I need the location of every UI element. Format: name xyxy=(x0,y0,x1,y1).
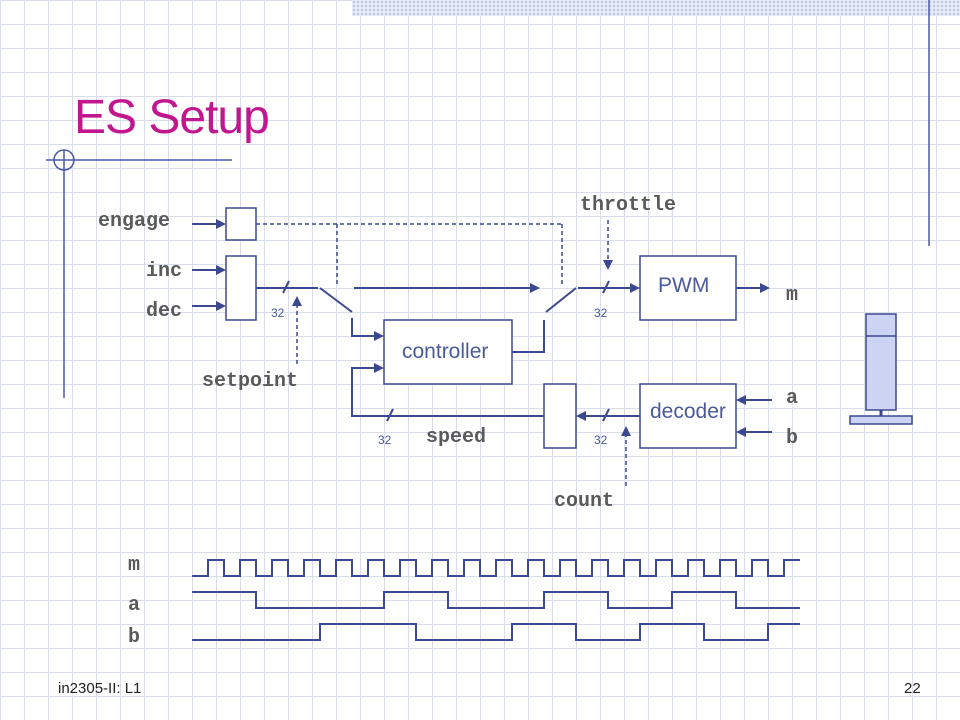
waveform-b xyxy=(192,623,800,641)
controller-block xyxy=(383,319,513,385)
count-label: count xyxy=(554,490,614,513)
wave-label-b: b xyxy=(128,626,140,649)
speed-label: speed xyxy=(426,426,486,449)
count-bus xyxy=(576,408,640,486)
speed-bus-width: 32 xyxy=(378,433,392,447)
engage-label: engage xyxy=(98,210,170,233)
throttle-bus xyxy=(578,220,640,294)
setpoint-bus xyxy=(256,280,318,364)
top-decor-band xyxy=(352,0,960,16)
slide-title: ES Setup xyxy=(74,91,270,144)
setpoint-label: setpoint xyxy=(202,370,298,393)
waveform-a xyxy=(192,591,800,609)
pwm-block xyxy=(639,255,737,321)
engage-latch-box xyxy=(225,207,257,241)
a-input-label: a xyxy=(786,387,798,410)
dec-label: dec xyxy=(146,300,182,323)
page-number: 22 xyxy=(904,680,921,697)
controller-output-wire xyxy=(512,320,545,353)
setpoint-counter-box xyxy=(225,255,257,321)
throttle-label: throttle xyxy=(580,194,676,217)
input-arrows xyxy=(192,219,226,311)
motor-icon xyxy=(849,313,913,425)
waveform-m xyxy=(192,559,800,577)
wave-label-a: a xyxy=(128,594,140,617)
footer-course-code: in2305-II: L1 xyxy=(58,680,142,697)
setpoint-bus-width: 32 xyxy=(271,306,285,320)
count-register-box xyxy=(543,383,577,449)
controller-input-wires xyxy=(351,318,546,422)
m-output-label: m xyxy=(786,284,798,307)
throttle-bus-width: 32 xyxy=(594,306,608,320)
inc-label: inc xyxy=(146,260,182,283)
bypass-wire xyxy=(354,283,540,293)
decoder-input-arrows xyxy=(736,395,772,437)
pwm-output-arrow xyxy=(736,283,770,293)
decoder-block xyxy=(639,383,737,449)
b-input-label: b xyxy=(786,427,798,450)
slide-decor-lines xyxy=(46,0,930,398)
decoder-label: decoder xyxy=(650,400,726,423)
count-bus-width: 32 xyxy=(594,433,608,447)
pwm-label: PWM xyxy=(658,274,709,297)
engage-control-lines xyxy=(256,223,563,287)
wave-label-m: m xyxy=(128,554,140,577)
left-switch xyxy=(319,287,353,313)
right-switch xyxy=(545,287,577,313)
controller-label: controller xyxy=(402,340,488,363)
